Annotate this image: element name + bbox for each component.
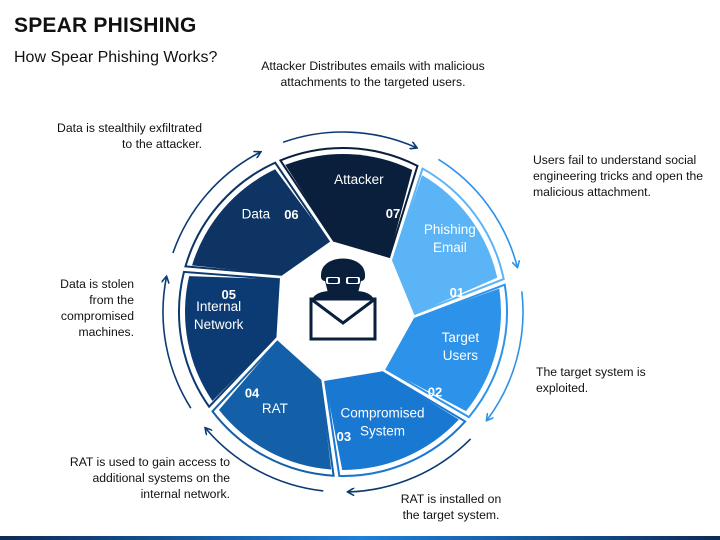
arc-arrow-06 <box>172 152 260 254</box>
note-users-fail: Users fail to understand social engineer… <box>533 153 704 199</box>
note-rat-used: RAT is used to gain access to additional… <box>69 455 230 501</box>
segment-number-06: 06 <box>284 207 298 222</box>
arc-arrow-03 <box>348 438 472 492</box>
segment-05 <box>184 276 279 402</box>
segment-label-06: Data <box>242 206 271 221</box>
segment-06 <box>192 169 329 275</box>
note-attacker-distributes: Attacker Distributes emails with malicio… <box>261 59 485 89</box>
segment-02 <box>386 288 501 412</box>
segment-number-02: 02 <box>428 384 442 399</box>
segment-label-07: Attacker <box>334 172 384 187</box>
arc-arrow-02 <box>487 291 524 420</box>
arc-arrow-07 <box>282 131 416 148</box>
note-system-exploited: The target system is exploited. <box>536 365 646 395</box>
segment-label-04: RAT <box>262 401 288 416</box>
arc-arrow-01 <box>437 158 517 266</box>
note-rat-installed: RAT is installed on the target system. <box>400 492 502 522</box>
segment-number-07: 07 <box>386 206 400 221</box>
segment-number-04: 04 <box>245 386 260 401</box>
page-title: SPEAR PHISHING <box>14 14 197 37</box>
note-data-exfiltrated: Data is stealthily exfiltrated to the at… <box>57 121 202 151</box>
segment-03 <box>325 372 459 470</box>
arc-arrow-05 <box>163 277 192 409</box>
segment-04 <box>218 341 332 470</box>
segment-number-01: 01 <box>450 285 464 300</box>
segment-number-05: 05 <box>222 287 236 302</box>
footer-bar <box>0 536 720 540</box>
note-data-stolen: Data is stolen from the compromised mach… <box>60 277 134 339</box>
segment-number-03: 03 <box>337 429 351 444</box>
cycle-segments <box>178 147 508 477</box>
hacker-with-envelope-icon <box>309 258 377 341</box>
segment-01 <box>393 175 498 314</box>
page-subtitle: How Spear Phishing Works? <box>14 49 218 66</box>
arc-arrow-04 <box>206 428 324 492</box>
segment-07 <box>285 154 413 257</box>
outer-arc-arrows <box>163 131 524 492</box>
